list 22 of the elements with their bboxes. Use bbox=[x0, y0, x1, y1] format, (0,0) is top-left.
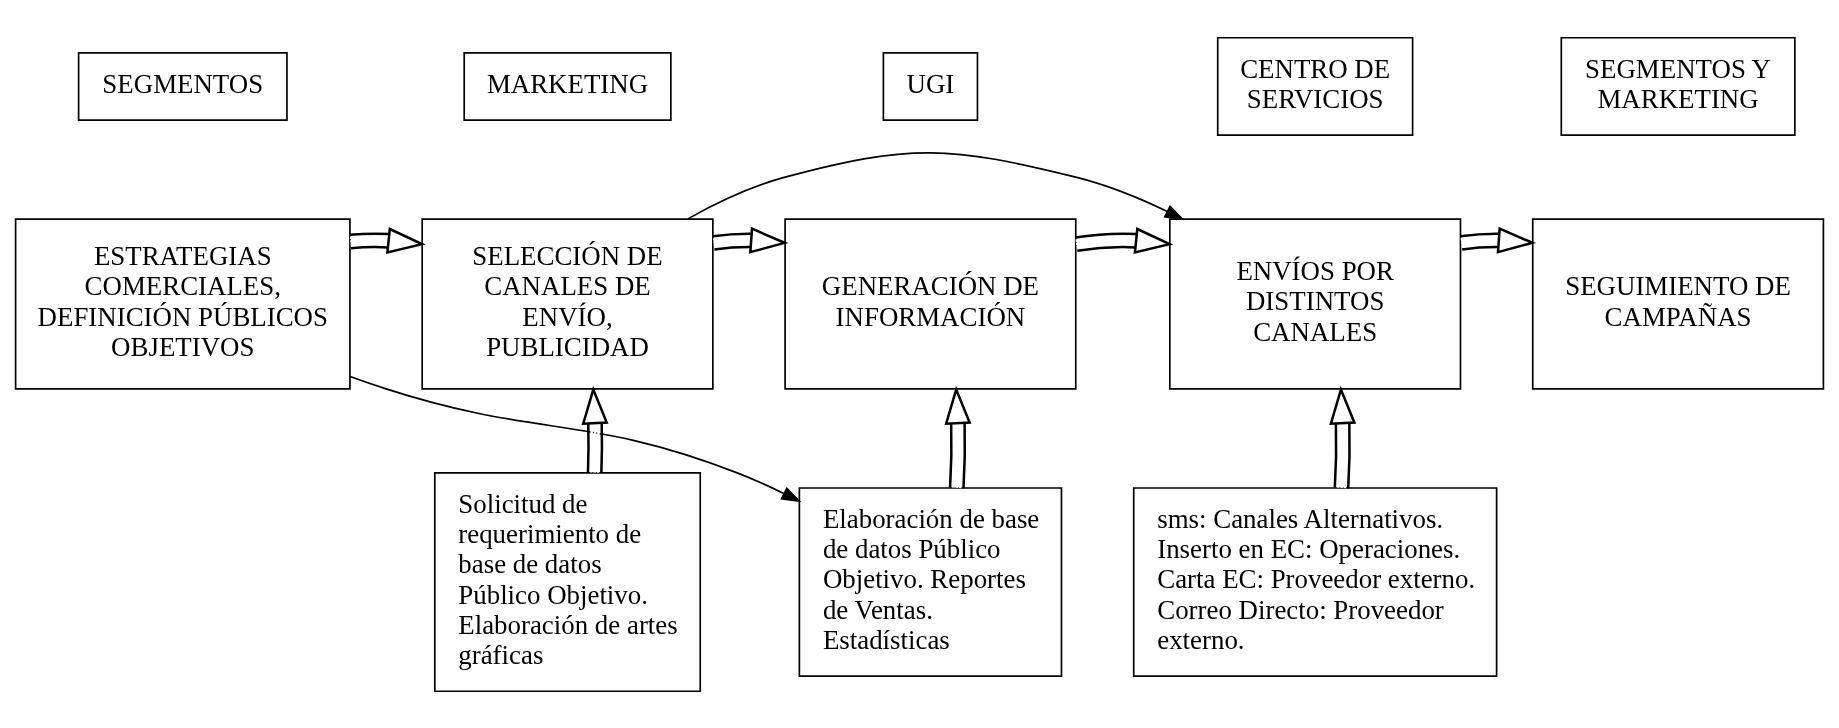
node-box: Elaboración de base de datos Público Objetivo. Reportes de Ventas. Estadísticas bbox=[798, 486, 1063, 677]
node-box: SEGMENTOS bbox=[77, 51, 288, 121]
node-box: SEGUIMIENTO DE CAMPAÑAS bbox=[1531, 217, 1825, 390]
node-box: sms: Canales Alternativos. Inserto en EC: Operaciones. Carta EC: Proveedor externo. Correo Directo: Proveedor externo. bbox=[1132, 486, 1498, 677]
node-box: GENERACIÓN DE INFORMACIÓN bbox=[784, 217, 1077, 390]
node-box: SELECCIÓN DE CANALES DE ENVÍO, PUBLICIDAD bbox=[421, 217, 714, 390]
arrow bbox=[687, 151, 1185, 220]
node-box: Solicitud de requerimiento de base de datos Público Objetivo. Elaboración de artes gráficas bbox=[433, 471, 702, 692]
arrow bbox=[712, 226, 789, 254]
arrow bbox=[581, 385, 609, 473]
arrow bbox=[1460, 226, 1537, 254]
node-box: UGI bbox=[882, 51, 979, 121]
node-box: ENVÍOS POR DISTINTOS CANALES bbox=[1169, 217, 1462, 390]
node-box: CENTRO DE SERVICIOS bbox=[1216, 36, 1414, 136]
arrow bbox=[944, 385, 972, 488]
arrow bbox=[1329, 385, 1357, 488]
arrow bbox=[1074, 226, 1174, 254]
arrow bbox=[349, 375, 802, 502]
node-box: ESTRATEGIAS COMERCIALES, DEFINICIÓN PÚBLICOS OBJETIVOS bbox=[14, 217, 351, 390]
arrow bbox=[349, 226, 426, 254]
node-box: SEGMENTOS Y MARKETING bbox=[1560, 36, 1796, 136]
node-box: MARKETING bbox=[463, 51, 672, 121]
